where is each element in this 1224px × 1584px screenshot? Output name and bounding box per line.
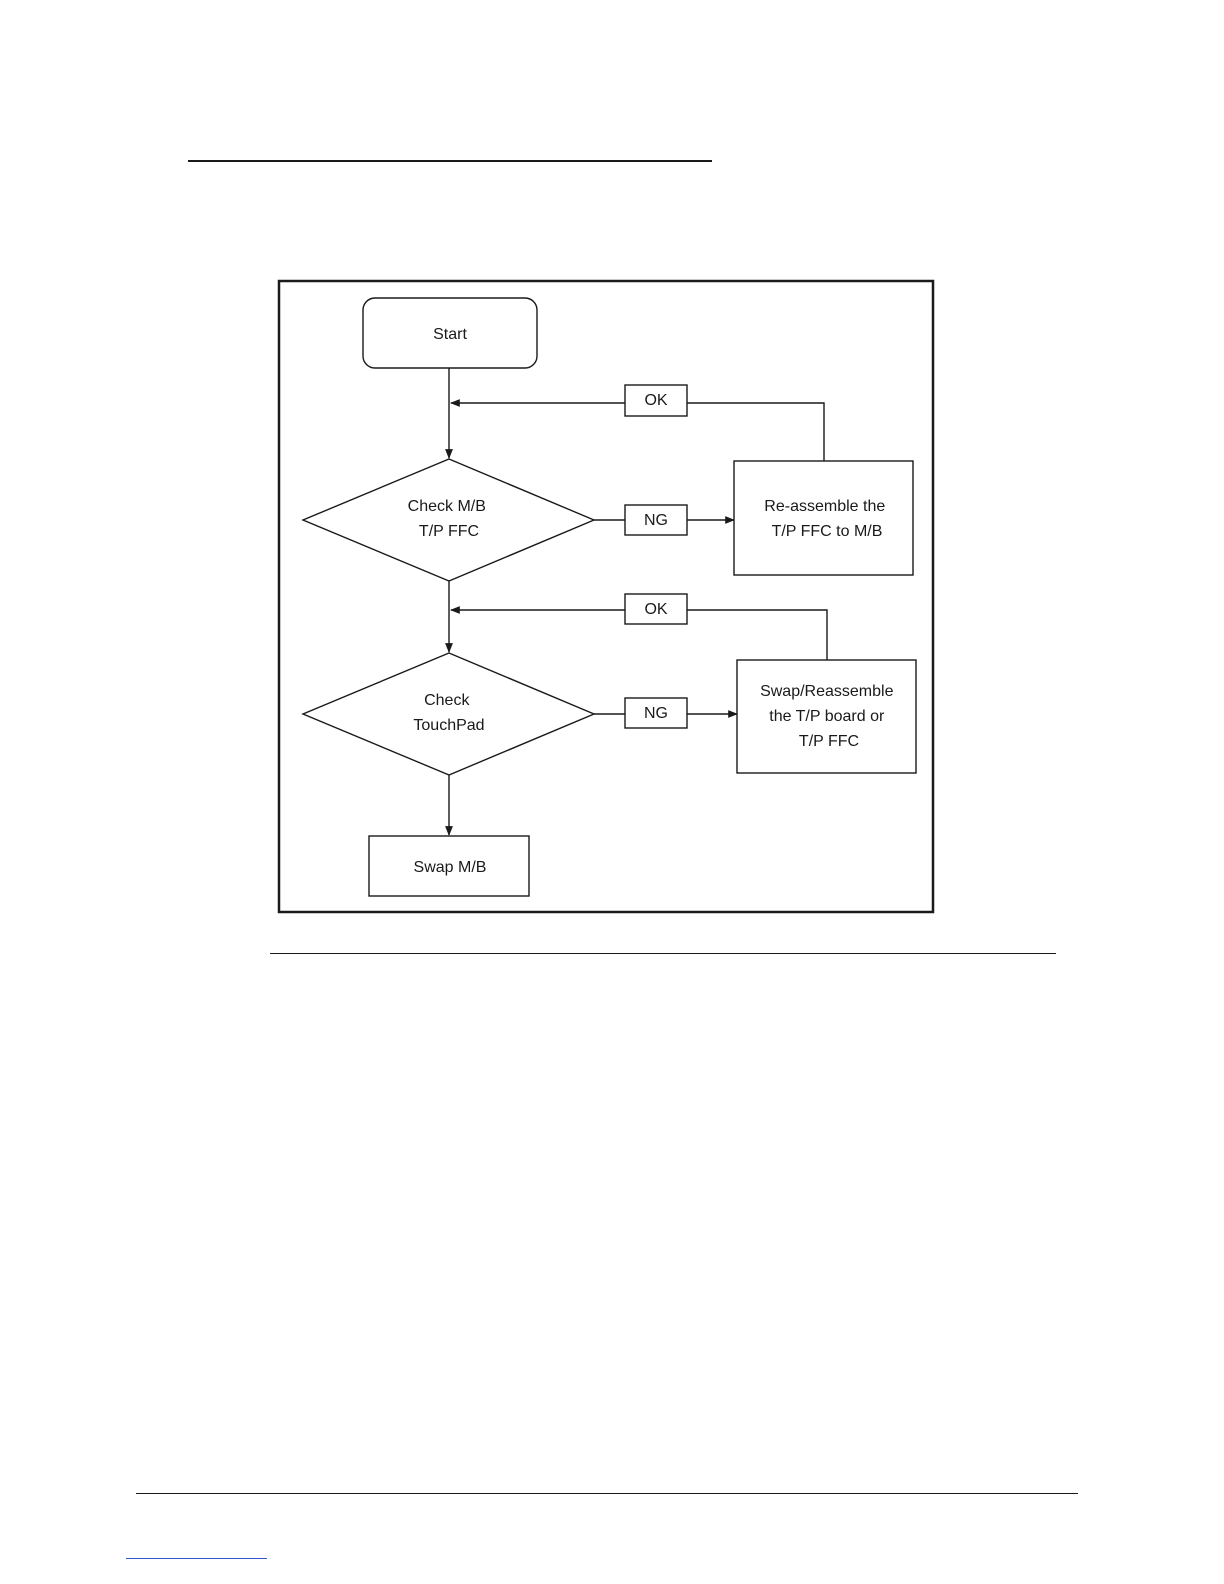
check-mb-line-1: Check M/B [408,498,486,515]
check-mb-decision [303,459,594,581]
check-mb-line-2: T/P FFC [419,523,479,540]
connector-swap-reassemble-ok-return [687,610,827,660]
ok-label-2: OK [644,601,667,618]
check-touchpad-line-1: Check [424,692,470,709]
reassemble-node [734,461,913,575]
connector-reassemble-ok-return [687,403,824,461]
swap-reassemble-line-1: Swap/Reassemble [760,683,894,700]
swap-reassemble-line-3: T/P FFC [799,733,859,750]
start-node-line: Start [433,326,467,343]
reassemble-line-1: Re-assemble the [764,498,885,515]
ok-label-1: OK [644,392,667,409]
reassemble-line-2: T/P FFC to M/B [772,523,883,540]
ng-label-1: NG [644,512,668,529]
ng-label-2: NG [644,705,668,722]
swap-mb-line: Swap M/B [414,859,487,876]
swap-reassemble-line-2: the T/P board or [769,708,885,725]
diagram-frame [279,281,933,912]
check-touchpad-decision [303,653,594,775]
swap-mb-text: Swap M/B [414,859,487,876]
check-touchpad-line-2: TouchPad [413,717,484,734]
start-node-text: Start [433,326,467,343]
